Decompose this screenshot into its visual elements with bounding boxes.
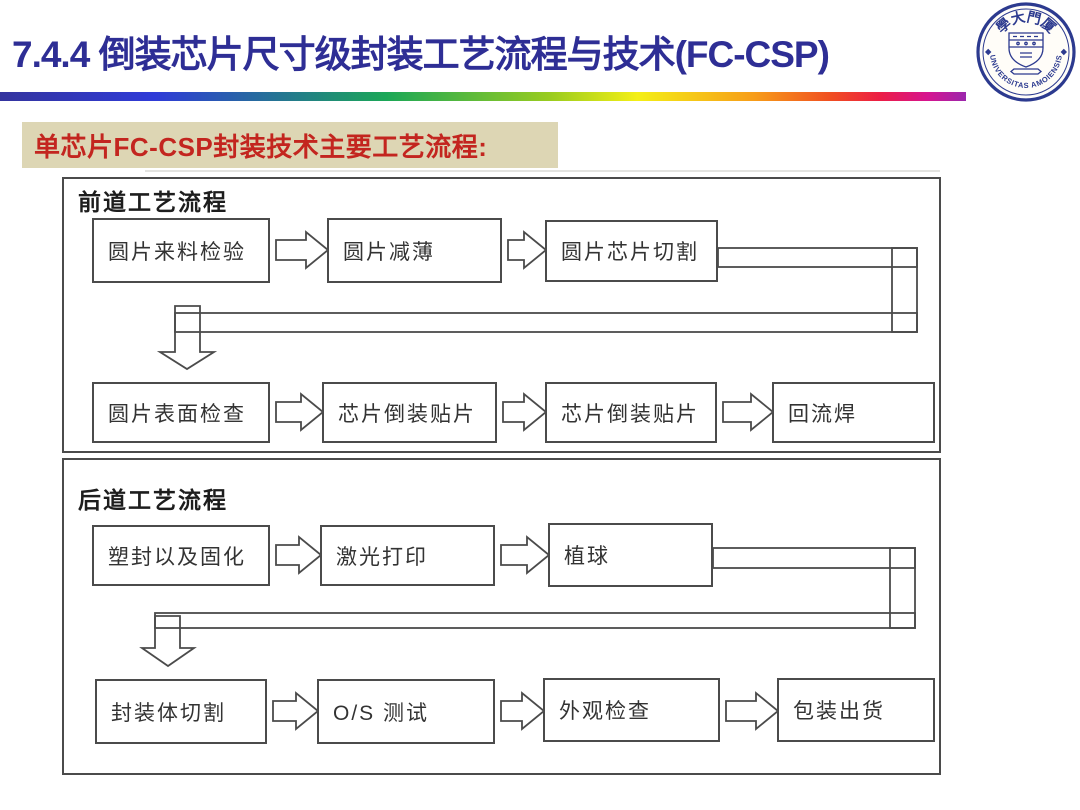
process-step-label: 芯片倒装贴片 [561,402,699,426]
box-wafer-incoming-inspection: 圆片来料检验 [92,218,270,283]
process-step-label: 圆片减薄 [343,240,435,264]
arrow-right-icon [275,230,330,270]
process-step-label: 外观检查 [559,700,651,723]
connector-pipe-segment [154,612,916,629]
arrow-right-icon [502,392,548,432]
box-molding-and-curing: 塑封以及固化 [92,525,270,586]
section-heading-front: 前道工艺流程 [78,189,228,215]
connector-pipe-segment [717,247,918,268]
process-step-label: 封装体切割 [111,701,226,725]
box-os-test: O/S 测试 [317,679,495,744]
process-step-label: 回流焊 [788,402,857,426]
process-step-label: 包装出货 [793,700,885,723]
arrow-down-icon [156,305,218,371]
process-step-label: 塑封以及固化 [108,545,246,569]
process-step-label: 圆片芯片切割 [561,241,699,264]
university-logo: 學大門厦 UNIVERSITAS AMOIENSIS [976,2,1076,102]
box-laser-marking: 激光打印 [320,525,495,586]
connector-pipe-segment [174,312,918,333]
box-reflow-soldering: 回流焊 [772,382,935,443]
arrow-right-icon [500,691,546,731]
logo-outer-ring [976,2,1076,102]
box-package-singulation: 封装体切割 [95,679,267,744]
divider-line [145,170,940,172]
arrow-right-icon [507,230,548,270]
connector-pipe-segment [889,547,916,629]
process-step-label: O/S 测试 [333,701,430,725]
process-step-label: 圆片表面检查 [108,402,246,426]
box-flip-chip-bonding-2: 芯片倒装贴片 [545,382,717,443]
section-back-process [62,458,941,775]
box-ball-mounting: 植球 [548,523,713,587]
arrow-down-icon [139,615,197,668]
process-step-label: 芯片倒装贴片 [338,402,476,426]
box-packing-shipping: 包装出货 [777,678,935,742]
section-heading-back: 后道工艺流程 [78,487,228,513]
box-wafer-die-sawing: 圆片芯片切割 [545,220,718,282]
arrow-right-icon [275,392,325,432]
slide-title: 7.4.4 倒装芯片尺寸级封装工艺流程与技术(FC-CSP) [12,34,830,75]
connector-pipe-segment [891,247,918,333]
box-visual-inspection: 外观检查 [543,678,720,742]
arrow-right-icon [725,691,780,731]
process-step-label: 圆片来料检验 [108,240,246,264]
subtitle-text: 单芯片FC-CSP封装技术主要工艺流程: [34,131,488,162]
arrow-right-icon [272,691,320,731]
logo-shield-icon [1008,32,1044,75]
subtitle-banner: 单芯片FC-CSP封装技术主要工艺流程: [22,122,558,168]
box-flip-chip-bonding-1: 芯片倒装贴片 [322,382,497,443]
box-wafer-thinning: 圆片减薄 [327,218,502,283]
arrow-right-icon [722,392,775,432]
process-step-label: 激光打印 [336,545,428,569]
process-step-label: 植球 [564,545,610,568]
arrow-right-icon [500,535,551,575]
connector-pipe-segment [712,547,916,569]
logo-inner-ring [982,8,1070,96]
box-wafer-surface-inspection: 圆片表面检查 [92,382,270,443]
section-front-process [62,177,941,453]
rainbow-divider [0,92,966,101]
arrow-right-icon [275,535,323,575]
